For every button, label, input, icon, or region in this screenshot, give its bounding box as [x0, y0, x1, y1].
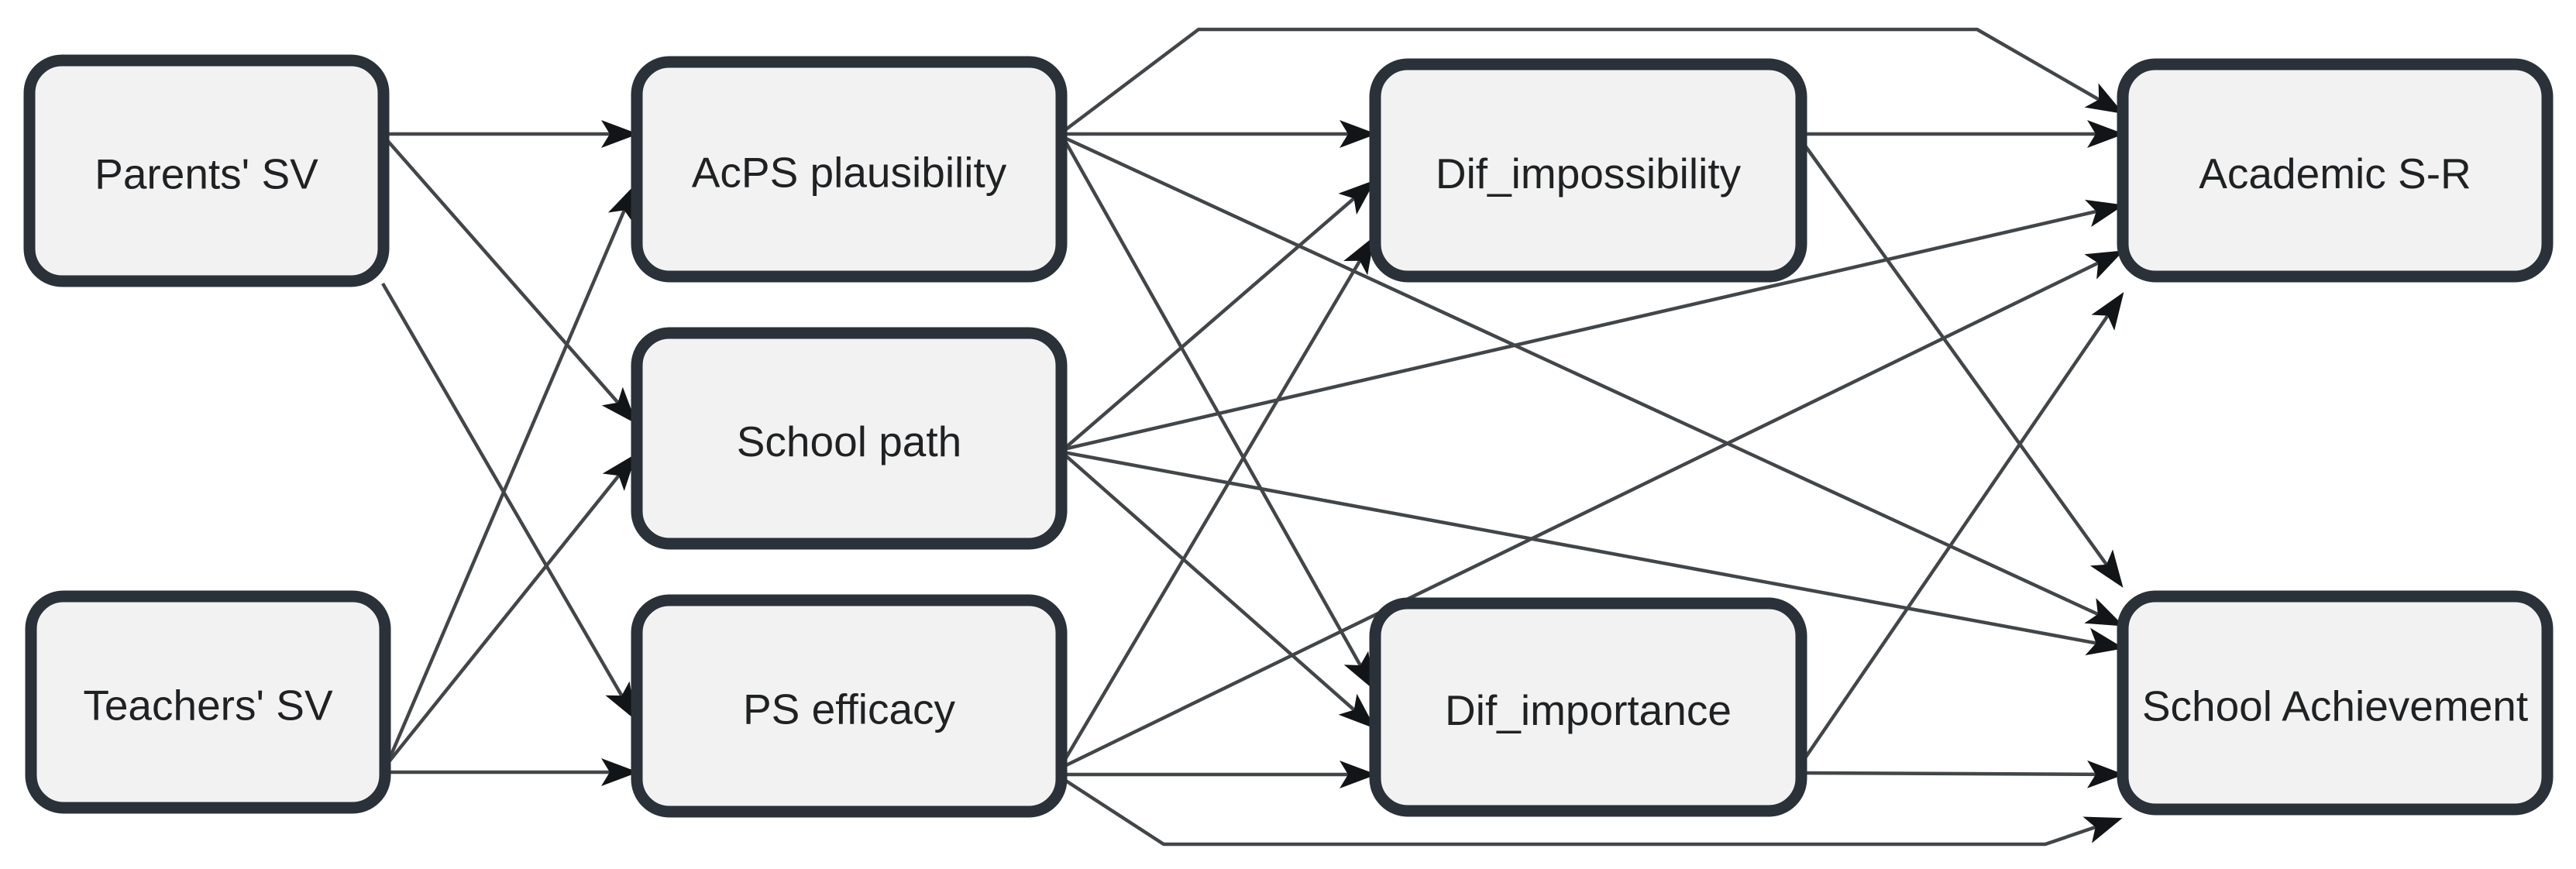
edge-arrow-dif_importance-to-school_achievement	[1802, 760, 2124, 788]
edge-arrow-school_path-to-dif_importance	[1062, 452, 1376, 729]
node-school-achievement: School Achievement	[2117, 590, 2554, 816]
edge-arrow-dif_importance-to-academic_sr	[1801, 292, 2124, 763]
edge-arrow-acps_plausibility-to-dif_importance	[1061, 136, 1374, 691]
node-box-academic-sr	[2117, 58, 2554, 283]
node-box-school-path	[631, 327, 1068, 550]
node-parents-sv: Parents' SV	[23, 54, 390, 287]
node-ps-efficacy: PS efficacy	[631, 594, 1068, 818]
node-label-acps-plausibility: AcPS plausibility	[692, 149, 1007, 197]
node-box-dif-importance	[1369, 597, 1807, 817]
node-label-dif-impossibility: Dif_impossibility	[1436, 149, 1742, 198]
edge-arrow-teachers_sv-to-acps_plausibility	[385, 184, 636, 764]
node-box-teachers-sv	[25, 590, 391, 814]
edge-arrow-school_path-to-academic_sr	[1063, 199, 2124, 452]
node-label-parents-sv: Parents' SV	[95, 150, 318, 198]
edge-arrow-ps_efficacy-to-school_achievement	[1058, 775, 2123, 847]
edge-arrow-parents_sv-to-ps_efficacy	[381, 282, 637, 721]
node-label-academic-sr: Academic S-R	[2199, 149, 2471, 198]
edge-arrow-school_path-to-dif_impossibility	[1062, 180, 1376, 451]
node-label-teachers-sv: Teachers' SV	[83, 682, 333, 730]
edge-arrow-acps_plausibility-to-school_achievement	[1062, 135, 2124, 627]
node-school-path: School path	[631, 327, 1068, 550]
node-dif-importance: Dif_importance	[1369, 597, 1807, 817]
node-dif-impossibility: Dif_impossibility	[1369, 58, 1807, 283]
node-label-ps-efficacy: PS efficacy	[743, 685, 956, 733]
edge-arrow-teachers_sv-to-school_path	[386, 453, 637, 765]
node-box-school-achievement	[2117, 590, 2554, 816]
node-label-dif-importance: Dif_importance	[1445, 686, 1732, 734]
edge-arrow-dif_impossibility-to-school_achievement	[1801, 141, 2124, 588]
node-teachers-sv: Teachers' SV	[25, 590, 391, 814]
edge-arrow-acps_plausibility-to-academic_sr	[1061, 27, 2124, 133]
node-acps-plausibility: AcPS plausibility	[631, 56, 1068, 283]
edge-arrow-school_path-to-school_achievement	[1063, 450, 2124, 656]
edge-arrow-ps_efficacy-to-dif_impossibility	[1058, 235, 1375, 770]
nodes-layer: Parents' SV Teachers' SV AcPS plausibility…	[23, 54, 2554, 818]
node-label-school-achievement: School Achievement	[2142, 682, 2528, 730]
node-box-dif-impossibility	[1369, 58, 1807, 283]
node-box-parents-sv	[23, 54, 390, 287]
node-label-school-path: School path	[737, 417, 962, 465]
node-academic-sr: Academic S-R	[2117, 58, 2554, 283]
node-box-ps-efficacy	[631, 594, 1068, 818]
edges-layer	[381, 27, 2124, 847]
edge-arrow-parents_sv-to-school_path	[383, 136, 637, 424]
node-box-acps-plausibility	[631, 56, 1068, 283]
